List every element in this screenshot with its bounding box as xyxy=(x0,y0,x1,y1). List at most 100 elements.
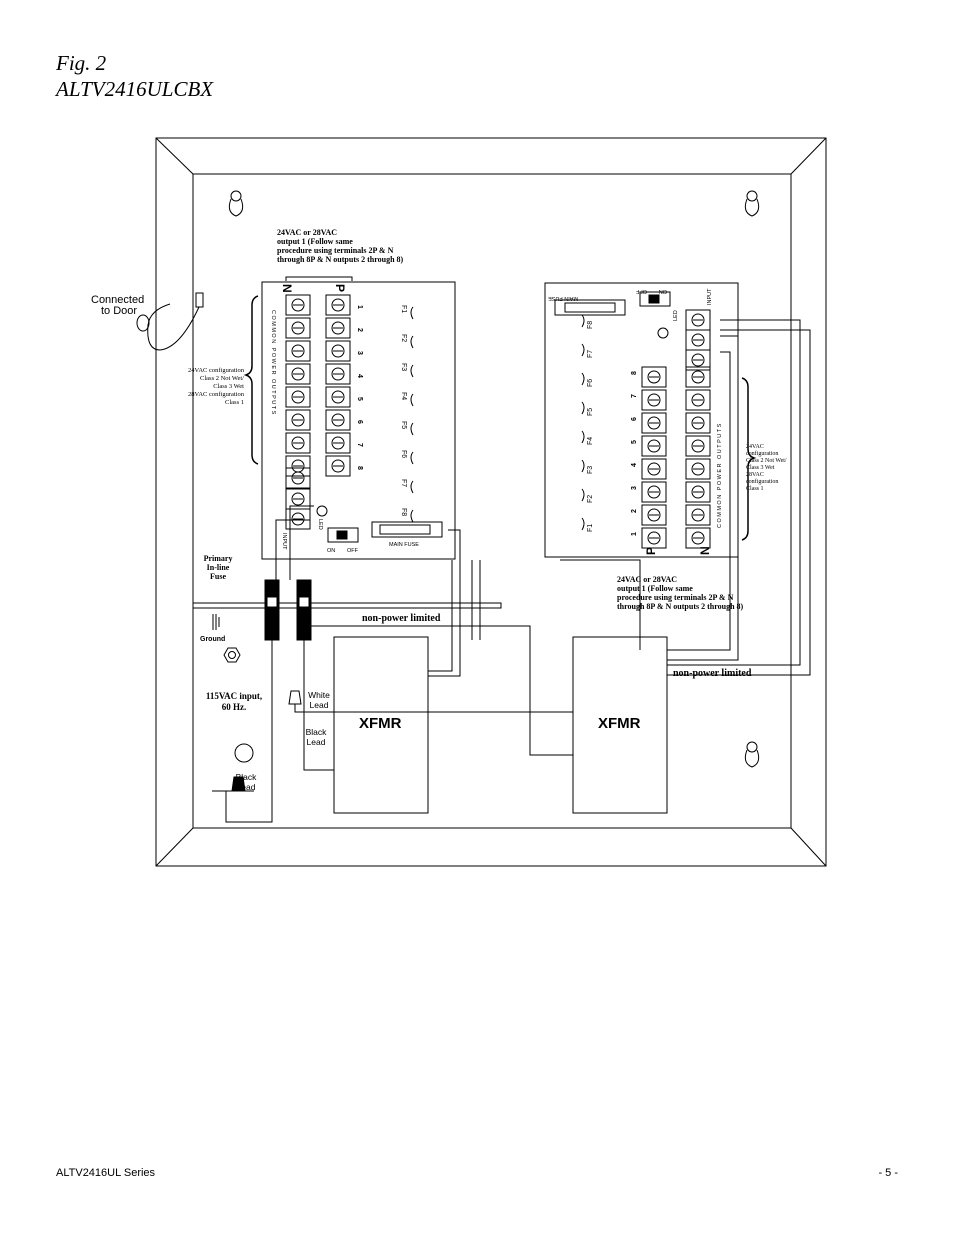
din-rail xyxy=(192,602,502,609)
fuse-holder-2 xyxy=(296,579,312,641)
right-on: ON xyxy=(659,288,667,294)
black-lead-2-line-1: Black xyxy=(236,772,258,782)
fuse-holder-1 xyxy=(264,579,280,641)
right-output-4: 4 xyxy=(631,463,638,467)
left-output-8: 8 xyxy=(356,466,363,470)
keyhole-icon-2 xyxy=(744,190,760,217)
left-n-terminal-5 xyxy=(285,386,311,408)
config-right-line-6: configuration xyxy=(746,478,778,485)
left-p-terminal-5 xyxy=(325,386,351,408)
black-lead-1-line-1: Black xyxy=(306,727,328,737)
primary-fuse-line-1: Primary xyxy=(204,554,233,563)
right-fuse-5: F5 xyxy=(587,408,594,416)
connected-door-label-2: to Door xyxy=(101,305,137,317)
left-n-terminal-3 xyxy=(285,340,311,362)
left-on: ON xyxy=(327,548,335,554)
left-fuse-7: F7 xyxy=(400,479,407,487)
config-right-line-1: 24VAC xyxy=(746,444,764,450)
left-input-terminal-1 xyxy=(285,467,311,489)
config-left-line-3: Class 3 Wet xyxy=(213,383,244,390)
config-right-line-4: Class 3 Wet xyxy=(746,465,775,471)
figure-title: Fig. 2 ALTV2416ULCBX xyxy=(56,50,213,102)
connected-door-label-1: Connected xyxy=(91,294,144,306)
right-n-terminal-7 xyxy=(685,389,711,411)
enclosure-outer xyxy=(155,137,827,867)
left-fuse-4: F4 xyxy=(400,392,407,400)
non-power-limited-label-2: non-power limited xyxy=(673,668,752,679)
right-p-terminal-3 xyxy=(641,481,667,503)
non-power-limited-label-1: non-power limited xyxy=(362,613,441,624)
figure-model: ALTV2416ULCBX xyxy=(56,77,214,101)
right-fuse-8: F8 xyxy=(587,321,594,329)
left-fuse-6: F6 xyxy=(400,450,407,458)
right-p-terminal-8 xyxy=(641,366,667,388)
left-p-terminal-4 xyxy=(325,363,351,385)
board-left-p: P xyxy=(333,284,347,292)
right-output-5: 5 xyxy=(631,440,638,444)
config-left-line-2: Class 2 Not Wet/ xyxy=(200,375,244,382)
right-n-terminal-5 xyxy=(685,435,711,457)
left-output-1: 1 xyxy=(356,305,363,309)
output-note-right-line-4: through 8P & N outputs 2 through 8) xyxy=(617,602,744,611)
left-output-6: 6 xyxy=(356,420,363,424)
right-fuse-6: F6 xyxy=(587,379,594,387)
right-n-terminal-1 xyxy=(685,527,711,549)
figure-number: Fig. 2 xyxy=(56,51,107,75)
keyhole-icon-3 xyxy=(744,741,760,768)
board-right-n: N xyxy=(698,546,712,555)
right-output-2: 2 xyxy=(631,509,638,513)
footer-series: ALTV2416UL Series xyxy=(56,1167,156,1179)
knockout-hole xyxy=(234,743,254,763)
right-p-terminal-2 xyxy=(641,504,667,526)
right-input-terminal-3 xyxy=(685,349,711,371)
board-left-n: N xyxy=(280,284,294,293)
config-right-line-3: Class 2 Not Wet/ xyxy=(746,458,787,464)
left-p-terminal-8 xyxy=(325,455,351,477)
left-fuse-2: F2 xyxy=(400,334,407,342)
input-115vac-line-2: 60 Hz. xyxy=(222,702,247,712)
right-fuse-4: F4 xyxy=(587,437,594,445)
black-lead-2-line-2: Lead xyxy=(237,782,256,792)
right-output-8: 8 xyxy=(631,371,638,375)
right-fuse-1: F1 xyxy=(587,524,594,532)
xfmr-label-2: XFMR xyxy=(598,715,641,732)
right-input-label: INPUT xyxy=(707,288,713,305)
config-left-line-1: 24VAC configuration xyxy=(188,367,245,374)
right-n-terminal-2 xyxy=(685,504,711,526)
left-p-terminal-1 xyxy=(325,294,351,316)
config-right-line-2: configuration xyxy=(746,450,778,457)
right-fuse-3: F3 xyxy=(587,466,594,474)
left-n-terminal-7 xyxy=(285,432,311,454)
output-note-left-line-3: procedure using terminals 2P & N xyxy=(277,246,394,255)
left-common-outputs: COMMON POWER OUTPUTS xyxy=(270,310,276,416)
ground-icon xyxy=(212,614,241,663)
output-note-left-line-1: 24VAC or 28VAC xyxy=(277,228,337,237)
left-fuse-5: F5 xyxy=(400,421,407,429)
left-p-terminal-7 xyxy=(325,432,351,454)
output-note-right-line-2: output 1 (Follow same xyxy=(617,584,693,593)
primary-fuse-line-3: Fuse xyxy=(210,572,226,581)
left-off: OFF xyxy=(347,548,359,554)
right-output-3: 3 xyxy=(631,486,638,490)
right-fuse-2: F2 xyxy=(587,495,594,503)
left-input-label: INPUT xyxy=(281,533,287,550)
left-output-2: 2 xyxy=(356,328,363,332)
config-right-line-5: 28VAC xyxy=(746,472,764,478)
left-p-terminal-3 xyxy=(325,340,351,362)
board-right-p: P xyxy=(644,547,658,555)
right-p-terminal-1 xyxy=(641,527,667,549)
left-output-5: 5 xyxy=(356,397,363,401)
right-p-terminal-5 xyxy=(641,435,667,457)
left-n-terminal-1 xyxy=(285,294,311,316)
right-n-terminal-8 xyxy=(685,366,711,388)
left-fuse-8: F8 xyxy=(400,508,407,516)
output-note-left-line-2: output 1 (Follow same xyxy=(277,237,353,246)
right-output-1: 1 xyxy=(631,532,638,536)
right-p-terminal-7 xyxy=(641,389,667,411)
output-note-right-line-1: 24VAC or 28VAC xyxy=(617,575,677,584)
input-115vac-line-1: 115VAC input, xyxy=(206,691,262,701)
left-p-terminal-6 xyxy=(325,409,351,431)
primary-fuse-line-2: In-line xyxy=(207,563,230,572)
right-input-terminal-1 xyxy=(685,309,711,331)
